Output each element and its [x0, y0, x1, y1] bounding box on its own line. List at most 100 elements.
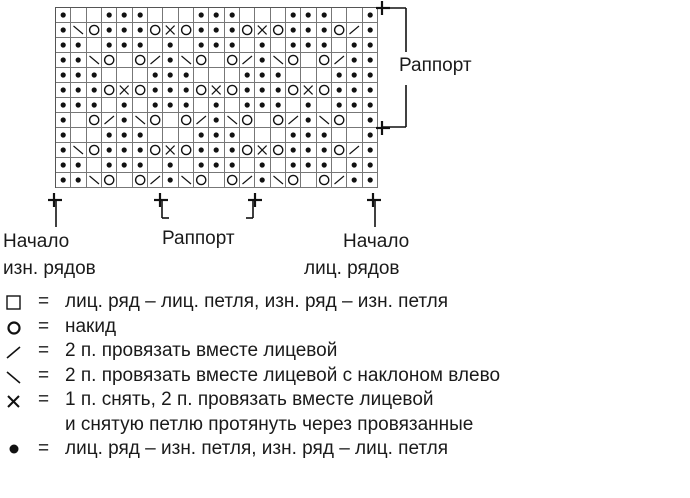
chart-cell-purl-dot-icon — [301, 38, 317, 53]
purl-dot-icon — [213, 27, 220, 33]
rapport-bracket-bottom-right — [244, 192, 264, 222]
chart-cell-k2tog-left-icon — [71, 23, 87, 38]
purl-dot-icon — [336, 87, 342, 93]
purl-dot-icon — [167, 162, 174, 168]
yarn-over-icon — [318, 84, 330, 96]
yarn-over-icon — [287, 54, 299, 66]
purl-dot-icon — [321, 27, 327, 33]
purl-dot-icon — [167, 177, 174, 183]
purl-dot-icon — [137, 12, 143, 18]
chart-cell-knit-empty — [209, 53, 225, 68]
chart-cell-purl-dot-icon — [209, 128, 225, 143]
chart-cell-knit-empty — [270, 158, 286, 173]
chart-cell-purl-dot-icon — [193, 158, 210, 173]
chart-cell-knit-empty — [347, 113, 363, 128]
yarn-over-icon — [180, 144, 192, 156]
chart-cell-yarn-over-icon — [178, 113, 194, 128]
chart-cell-knit-empty — [347, 128, 363, 143]
chart-cell-purl-dot-icon — [56, 38, 72, 53]
chart-cell-purl-dot-icon — [362, 98, 378, 113]
chart-cell-purl-dot-icon — [270, 98, 286, 113]
purl-dot-icon — [106, 162, 112, 168]
purl-dot-icon — [152, 102, 158, 108]
chart-cell-purl-dot-icon — [316, 38, 332, 53]
purl-dot-icon — [213, 42, 220, 48]
chart-cell-yarn-over-icon — [86, 143, 102, 158]
yarn-over-icon — [318, 54, 330, 66]
chart-row — [56, 68, 378, 83]
chart-cell-yarn-over-icon — [285, 83, 302, 98]
chart-cell-purl-dot-icon — [178, 83, 194, 98]
chart-cell-purl-dot-icon — [347, 68, 363, 83]
chart-cell-yarn-over-icon — [285, 173, 302, 188]
purl-dot-icon — [321, 12, 327, 18]
chart-cell-k2tog-left-icon — [71, 143, 87, 158]
chart-cell-knit-empty — [178, 158, 194, 173]
purl-dot-icon — [167, 87, 174, 93]
chart-cell-purl-dot-icon — [209, 23, 225, 38]
yarn-over-icon — [287, 174, 299, 186]
chart-cell-k2tog-icon — [285, 113, 302, 128]
chart-cell-knit-empty — [209, 173, 225, 188]
chart-cell-purl-dot-icon — [224, 8, 240, 23]
start-rs-label-line2: лиц. рядов — [304, 258, 400, 279]
sk2p-icon — [257, 145, 268, 155]
chart-cell-purl-dot-icon — [270, 68, 286, 83]
purl-dot-icon — [229, 12, 235, 18]
chart-cell-purl-dot-icon — [362, 68, 378, 83]
yarn-over-icon — [333, 144, 345, 156]
chart-cell-purl-dot-icon — [56, 23, 72, 38]
yarn-over-icon — [88, 114, 100, 126]
chart-cell-knit-empty — [86, 158, 102, 173]
chart-cell-purl-dot-icon — [285, 128, 302, 143]
chart-row — [56, 38, 378, 53]
chart-cell-sk2p-icon — [255, 143, 271, 158]
chart-cell-purl-dot-icon — [86, 98, 102, 113]
sk2p-icon — [211, 85, 222, 95]
chart-cell-purl-dot-icon — [101, 128, 118, 143]
purl-dot-icon — [259, 102, 266, 108]
rapport-bracket-bottom-left — [151, 192, 171, 222]
chart-cell-k2tog-icon — [331, 53, 348, 68]
k2tog-icon — [150, 55, 161, 65]
chart-cell-purl-dot-icon — [209, 143, 225, 158]
purl-dot-icon — [305, 132, 312, 138]
chart-cell-purl-dot-icon — [56, 8, 72, 23]
chart-cell-purl-dot-icon — [362, 83, 378, 98]
chart-cell-purl-dot-icon — [56, 98, 72, 113]
chart-cell-sk2p-icon — [117, 83, 133, 98]
purl-dot-icon — [351, 72, 358, 78]
k2tog-left-icon — [318, 115, 329, 125]
chart-cell-knit-empty — [147, 8, 164, 23]
purl-dot-icon — [213, 162, 220, 168]
chart-cell-purl-dot-icon — [101, 158, 118, 173]
chart-cell-purl-dot-icon — [101, 23, 118, 38]
purl-dot-icon — [183, 72, 189, 78]
purl-dot-icon — [290, 147, 296, 153]
chart-cell-purl-dot-icon — [285, 23, 302, 38]
chart-cell-k2tog-left-icon — [178, 53, 194, 68]
chart-cell-purl-dot-icon — [255, 173, 271, 188]
purl-dot-icon — [305, 27, 312, 33]
chart-cell-k2tog-icon — [147, 53, 164, 68]
purl-dot-icon — [106, 132, 112, 138]
chart-cell-knit-empty — [178, 38, 194, 53]
chart-cell-purl-dot-icon — [71, 38, 87, 53]
purl-dot-icon — [290, 42, 296, 48]
chart-cell-purl-dot-icon — [301, 143, 317, 158]
purl-dot-icon — [336, 72, 342, 78]
chart-cell-purl-dot-icon — [331, 98, 348, 113]
backslash-icon — [4, 364, 24, 388]
chart-cell-knit-empty — [301, 68, 317, 83]
purl-dot-icon — [198, 42, 204, 48]
purl-dot-icon — [75, 102, 82, 108]
chart-row — [56, 173, 378, 188]
x-icon — [4, 388, 24, 412]
chart-row — [56, 53, 378, 68]
chart-cell-knit-empty — [163, 8, 179, 23]
chart-cell-purl-dot-icon — [239, 83, 256, 98]
purl-dot-icon — [75, 72, 82, 78]
purl-dot-icon — [229, 162, 235, 168]
chart-cell-purl-dot-icon — [316, 158, 332, 173]
chart-cell-purl-dot-icon — [209, 38, 225, 53]
